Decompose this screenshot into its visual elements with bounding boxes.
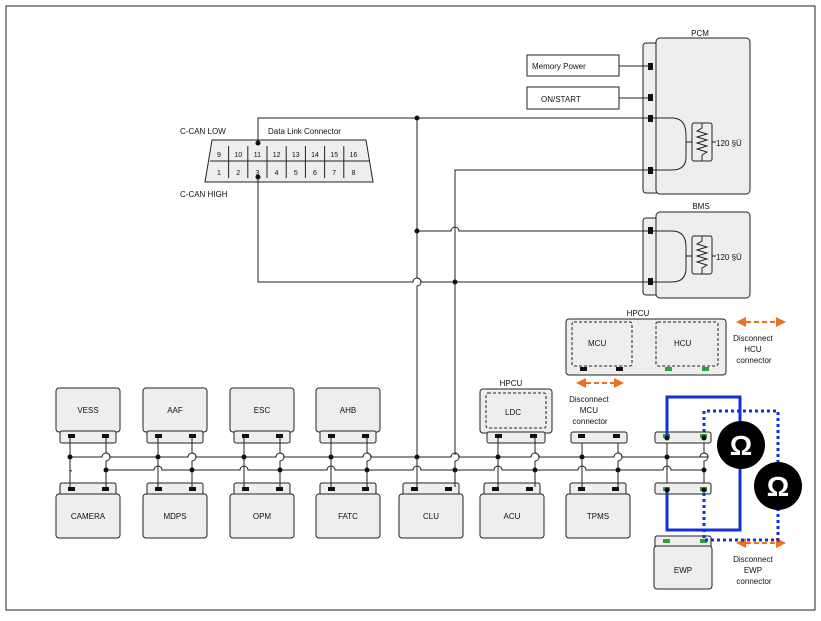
dlc-pin-7: 7	[332, 170, 336, 177]
top-modules: VESS AAF ESC AHB	[55, 387, 381, 444]
module-label: VESS	[77, 406, 98, 415]
bms-module: BMS 120 §Ü	[642, 202, 751, 299]
pcm-resistor-label: 120 §Ü	[716, 139, 742, 148]
hpcu-top-title: HPCU	[627, 309, 650, 318]
module-label: AAF	[167, 406, 183, 415]
module-mdps: MDPS	[142, 482, 208, 539]
bms-title: BMS	[692, 202, 709, 211]
module-tpms: TPMS	[565, 482, 631, 539]
dlc-pin-10: 10	[234, 152, 242, 159]
module-ahb: AHB	[315, 387, 381, 444]
can-backbone	[67, 438, 709, 487]
dlc-pin-6: 6	[313, 170, 317, 177]
diagram-frame	[5, 5, 816, 611]
pcm-title: PCM	[691, 29, 709, 38]
ewp-label: EWP	[674, 566, 692, 575]
memory-power-label: Memory Power	[532, 62, 586, 71]
module-label: ACU	[504, 512, 521, 521]
dlc-pin-5: 5	[294, 170, 298, 177]
module-label: FATC	[338, 512, 358, 521]
on-start-label: ON/START	[541, 95, 581, 104]
mcu-label: MCU	[588, 339, 606, 348]
module-label: OPM	[253, 512, 272, 521]
can-high-label: C-CAN HIGH	[180, 190, 228, 199]
disconnect-ewp-text: Disconnect EWP connector	[733, 555, 775, 586]
dlc-pin-1: 1	[217, 170, 221, 177]
hpcu-mcu-hcu: HPCU MCU HCU	[565, 309, 727, 376]
dlc-pin-2: 2	[236, 170, 240, 177]
hpcu-ldc: HPCU LDC	[479, 379, 553, 444]
dlc-pin-4: 4	[275, 170, 279, 177]
dlc-pin-8: 8	[351, 170, 355, 177]
can-low-label: C-CAN LOW	[180, 127, 226, 136]
hcu-label: HCU	[674, 339, 692, 348]
module-opm: OPM	[229, 482, 295, 539]
ohmmeter-probe-dashed	[702, 409, 780, 542]
dlc-title: Data Link Connector	[268, 127, 341, 136]
module-label: CAMERA	[71, 512, 106, 521]
bms-resistor-label: 120 §Ü	[716, 253, 742, 262]
ohmmeter-2: Ω	[754, 462, 802, 510]
dlc-pin-12: 12	[273, 152, 281, 159]
module-vess: VESS	[55, 387, 121, 444]
ohm-symbol-2: Ω	[767, 471, 789, 502]
dlc-pin-9: 9	[217, 152, 221, 159]
ewp-module: EWP	[653, 535, 713, 590]
module-acu: ACU	[479, 482, 545, 539]
module-aaf: AAF	[142, 387, 208, 444]
dlc-pin-15: 15	[330, 152, 338, 159]
module-label: ESC	[254, 406, 271, 415]
pcm-module: PCM 120 §Ü	[642, 29, 751, 195]
data-link-connector: Data Link Connector C-CAN LOW C-CAN HIGH…	[180, 127, 374, 199]
disconnect-hcu-text: Disconnect HCU connector	[733, 334, 775, 365]
module-clu: CLU	[398, 482, 464, 539]
hpcu-ldc-title: HPCU	[500, 379, 523, 388]
dlc-pin-13: 13	[292, 152, 300, 159]
dlc-pin-14: 14	[311, 152, 319, 159]
module-label: AHB	[340, 406, 356, 415]
dlc-pin-16: 16	[350, 152, 358, 159]
can-wiring	[69, 117, 648, 472]
module-fatc: FATC	[315, 482, 381, 539]
module-label: MDPS	[163, 512, 186, 521]
ohm-symbol-1: Ω	[730, 430, 752, 461]
module-label: TPMS	[587, 512, 609, 521]
dlc-pin-3: 3	[255, 170, 259, 177]
ohmmeter-1: Ω	[717, 421, 765, 469]
module-camera: CAMERA	[55, 482, 121, 539]
disconnect-mcu-text: Disconnect MCU connector	[569, 395, 611, 426]
ldc-label: LDC	[505, 408, 521, 417]
bottom-modules: CAMERA MDPS OPM FATC CLU ACU TPMS	[55, 482, 631, 539]
module-label: CLU	[423, 512, 439, 521]
dlc-pin-11: 11	[254, 152, 261, 159]
module-esc: ESC	[229, 387, 295, 444]
